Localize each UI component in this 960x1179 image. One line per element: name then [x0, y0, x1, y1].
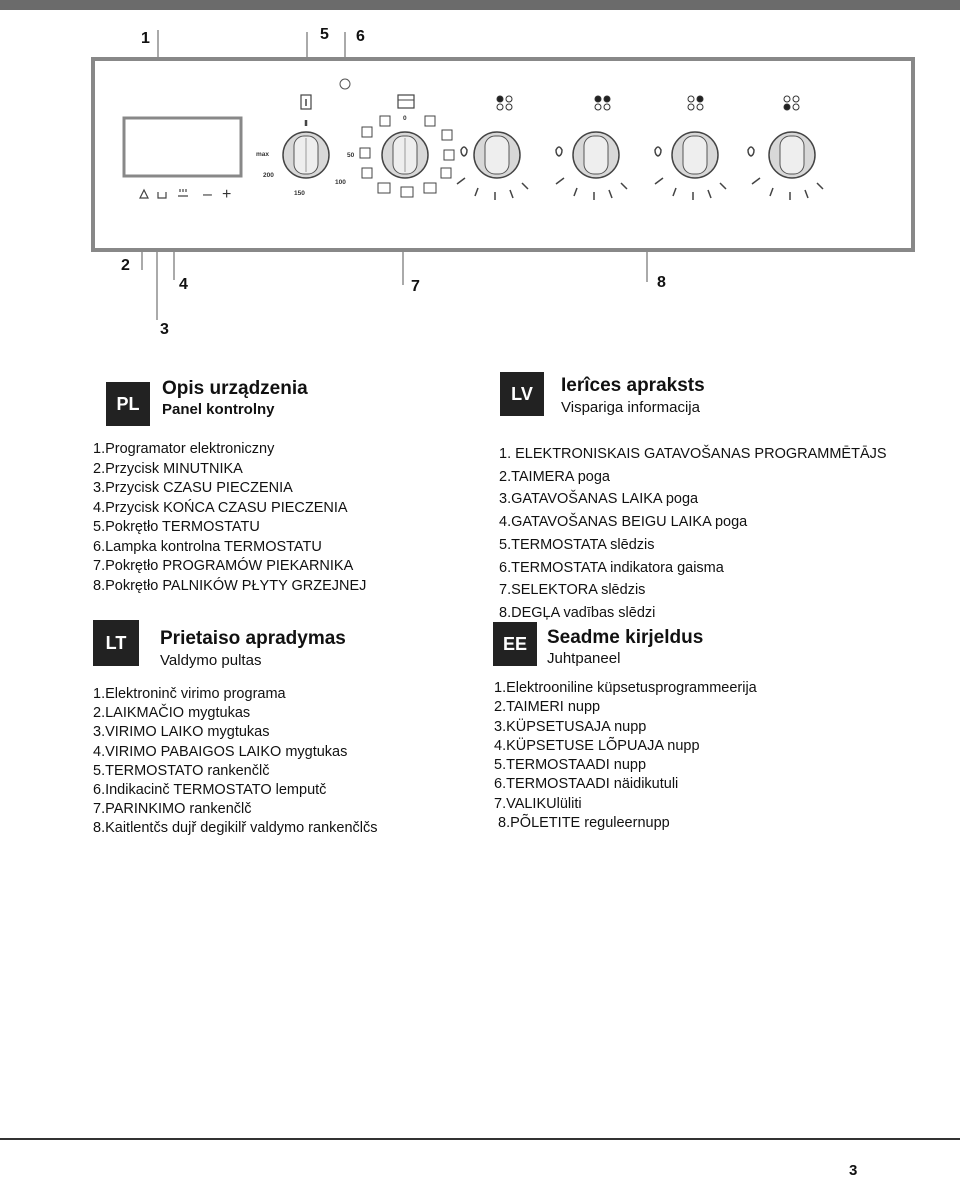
list-item: 4.GATAVOŠANAS BEIGU LAIKA poga [499, 514, 748, 531]
pl-title: Opis urządzenia [162, 378, 308, 399]
callout-3: 3 [160, 321, 169, 338]
list-item: 4.VIRIMO PABAIGOS LAIKO mygtukas [93, 743, 348, 760]
list-item: 7.VALIKUlüliti [494, 795, 582, 812]
list-item: 8.Kaitlentčs dujř degikilř valdymo ranke… [93, 820, 378, 837]
list-item: 1.Programator elektroniczny [93, 441, 275, 457]
lv-subtitle: Vispariga informacija [561, 399, 700, 416]
callout-6: 6 [356, 28, 365, 45]
scale-max: max [256, 151, 269, 158]
list-item: 1.Elektrooniline küpsetusprogrammeerija [494, 680, 757, 696]
list-item: 7.SELEKTORA slēdzis [499, 582, 646, 599]
burner-knob-1 [473, 131, 521, 179]
list-item: 3.Przycisk CZASU PIECZENIA [93, 480, 293, 496]
list-item: 1.Elektroninč virimo programa [93, 686, 286, 702]
list-item: 6.TERMOSTATA indikatora gaisma [499, 559, 724, 576]
thermostat-lamp [339, 78, 351, 90]
callout-5: 5 [320, 26, 329, 43]
callout-2: 2 [121, 257, 130, 274]
ee-subtitle: Juhtpaneel [547, 650, 621, 667]
list-item: 6.TERMOSTAADI näidikutuli [494, 776, 679, 793]
list-item: 6.Lampka kontrolna TERMOSTATU [93, 538, 322, 555]
burner-knob-2 [572, 131, 620, 179]
list-item: 2.TAIMERI nupp [494, 699, 601, 716]
lv-item-list: 1. ELEKTRONISKAIS GATAVOŠANAS PROGRAMMĒT… [499, 443, 887, 625]
lt-item-list: 1.Elektroninč virimo programa 2.LAIKMAČI… [93, 685, 378, 839]
list-item: 4.KÜPSETUSE LÕPUAJA nupp [494, 737, 700, 754]
list-item: 5.TERMOSTATO rankenčlč [93, 762, 270, 779]
programmer-display [122, 116, 243, 178]
list-item: 7.Pokrętło PROGRAMÓW PIEKARNIKA [93, 558, 354, 574]
pl-item-list: 1.Programator elektroniczny 2.Przycisk M… [93, 440, 366, 596]
callout-4: 4 [179, 276, 188, 293]
list-item: 2.TAIMERA poga [499, 468, 610, 485]
control-panel-diagram: – + max 200 150 100 50 0 [91, 26, 915, 338]
thermostat-knob [282, 131, 330, 179]
timer-minus-label: – [203, 186, 212, 203]
burner-scales [456, 146, 824, 200]
lang-badge-lt: LT [93, 620, 139, 666]
burner-knob-3 [671, 131, 719, 179]
list-item: 2.LAIKMAČIO mygtukas [93, 705, 251, 722]
list-item: 5.TERMOSTATA slēdzis [499, 536, 655, 553]
list-item: 3.KÜPSETUSAJA nupp [494, 718, 647, 735]
ee-item-list: 1.Elektrooniline küpsetusprogrammeerija … [494, 679, 757, 833]
list-item: 5.TERMOSTAADI nupp [494, 757, 647, 774]
scale-200: 200 [263, 172, 274, 179]
top-bar [0, 0, 960, 10]
list-item: 6.Indikacinč TERMOSTATO lemputč [93, 782, 327, 799]
list-item: 8.PÕLETITE reguleernupp [494, 815, 670, 832]
knobs [282, 131, 816, 179]
footer-rule [0, 1138, 960, 1140]
page-number: 3 [849, 1162, 858, 1179]
list-item: 4.Przycisk KOŃCA CZASU PIECZENIA [93, 499, 348, 516]
selector-zero: 0 [403, 115, 407, 122]
selector-knob [381, 131, 429, 179]
timer-plus-label: + [222, 186, 231, 203]
list-item: 8.Pokrętło PALNIKÓW PŁYTY GRZEJNEJ [93, 577, 367, 594]
list-item: 5.Pokrętło TERMOSTATU [93, 519, 260, 535]
burner-position-indicators [496, 95, 800, 111]
lt-subtitle: Valdymo pultas [160, 652, 262, 669]
list-item: 3.GATAVOŠANAS LAIKA poga [499, 491, 699, 508]
list-item: 7.PARINKIMO rankenčlč [93, 801, 252, 818]
ee-title: Seadme kirjeldus [547, 627, 704, 648]
list-item: 8.DEGĻA vadības slēdzi [499, 604, 656, 621]
timer-button-icons [139, 188, 188, 199]
list-item: 3.VIRIMO LAIKO mygtukas [93, 724, 270, 741]
callout-1: 1 [141, 30, 150, 47]
burner-knob-4 [768, 131, 816, 179]
callout-7: 7 [411, 278, 420, 295]
callout-8: 8 [657, 274, 666, 291]
lang-badge-ee: EE [493, 622, 537, 666]
list-item: 1. ELEKTRONISKAIS GATAVOŠANAS PROGRAMMĒT… [499, 446, 887, 462]
pl-subtitle: Panel kontrolny [162, 401, 275, 418]
scale-100: 100 [335, 179, 346, 186]
scale-150: 150 [294, 190, 305, 197]
lang-badge-lv: LV [500, 372, 544, 416]
lang-badge-pl: PL [106, 382, 150, 426]
lt-title: Prietaiso apradymas [160, 628, 346, 649]
list-item: 2.Przycisk MINUTNIKA [93, 460, 243, 477]
lv-title: Ierîces apraksts [561, 375, 705, 396]
scale-50: 50 [347, 152, 355, 159]
